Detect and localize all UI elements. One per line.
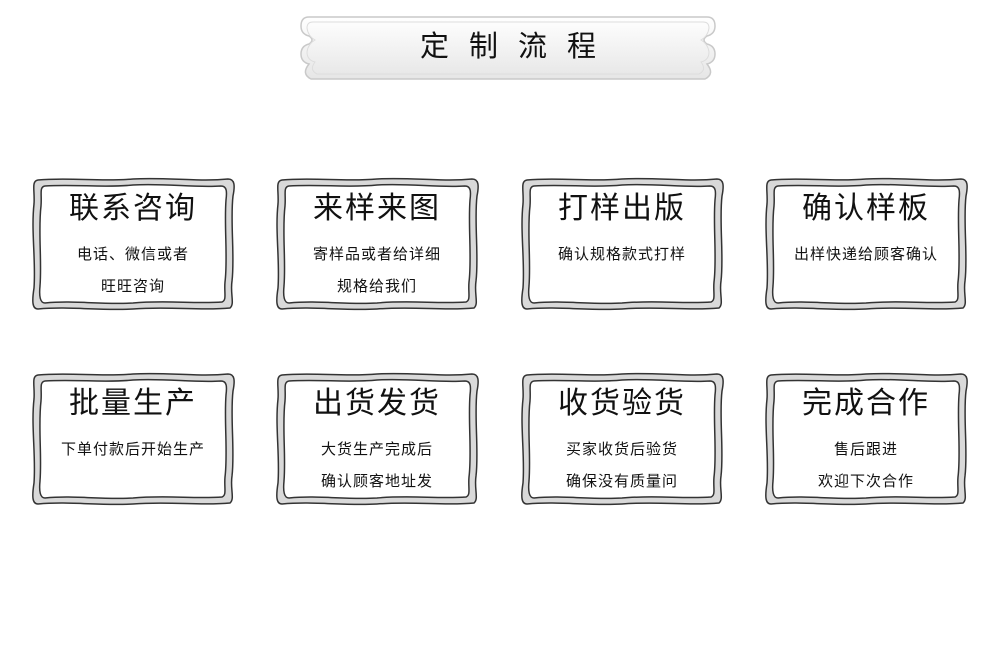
step-title: 批量生产 [69,386,197,421]
step-desc-line: 确认顾客地址发 [320,472,433,490]
step-title: 完成合作 [802,386,930,421]
step-description: 下单付款后开始生产 [42,433,224,465]
step-title: 出货发货 [313,386,441,421]
step-card-2: 来样来图 寄样品或者给详细 规格给我们 [274,176,480,312]
step-card-1: 联系咨询 电话、微信或者 旺旺咨询 [30,176,236,312]
step-description: 确认规格款式打样 [531,238,713,270]
page-title: 定制流程 [419,29,616,63]
step-desc-line: 售后跟进 [833,440,898,458]
step-desc-line: 确认规格款式打样 [557,245,686,263]
step-description: 出样快递给顾客确认 [775,238,957,270]
step-desc-line: 下单付款后开始生产 [60,440,205,458]
step-card-8: 完成合作 售后跟进 欢迎下次合作 [763,371,969,507]
step-card-4: 确认样板 出样快递给顾客确认 [763,176,969,312]
step-title: 打样出版 [558,191,686,226]
step-description: 寄样品或者给详细 规格给我们 [286,238,468,302]
step-title: 来样来图 [313,191,441,226]
step-title: 联系咨询 [69,191,197,226]
step-title: 确认样板 [802,191,930,226]
step-description: 大货生产完成后 确认顾客地址发 [286,433,468,497]
step-desc-line: 确保没有质量问 [565,472,678,490]
step-desc-line: 大货生产完成后 [320,440,433,458]
banner-frame [300,16,716,80]
step-card-6: 出货发货 大货生产完成后 确认顾客地址发 [274,371,480,507]
step-desc-line: 寄样品或者给详细 [312,245,441,263]
step-card-7: 收货验货 买家收货后验货 确保没有质量问 [519,371,725,507]
step-desc-line: 出样快递给顾客确认 [793,245,938,263]
step-card-5: 批量生产 下单付款后开始生产 [30,371,236,507]
step-title: 收货验货 [558,386,686,421]
title-banner: 定制流程 [295,14,721,82]
step-description: 买家收货后验货 确保没有质量问 [531,433,713,497]
step-desc-line: 规格给我们 [336,277,417,295]
step-desc-line: 旺旺咨询 [100,277,165,295]
step-desc-line: 买家收货后验货 [565,440,678,458]
step-description: 售后跟进 欢迎下次合作 [775,433,957,497]
step-desc-line: 电话、微信或者 [76,245,189,263]
step-desc-line: 欢迎下次合作 [817,472,914,490]
step-description: 电话、微信或者 旺旺咨询 [42,238,224,302]
step-card-3: 打样出版 确认规格款式打样 [519,176,725,312]
